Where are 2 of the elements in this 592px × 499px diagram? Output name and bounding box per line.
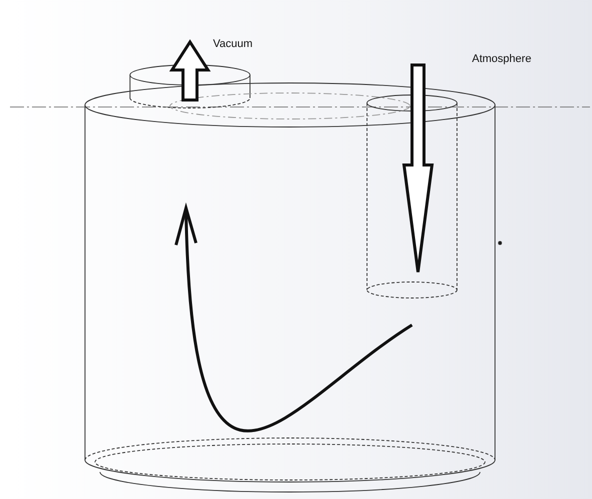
label-text: Vacuum [213, 38, 253, 50]
label-text: Atmosphere [472, 53, 532, 65]
